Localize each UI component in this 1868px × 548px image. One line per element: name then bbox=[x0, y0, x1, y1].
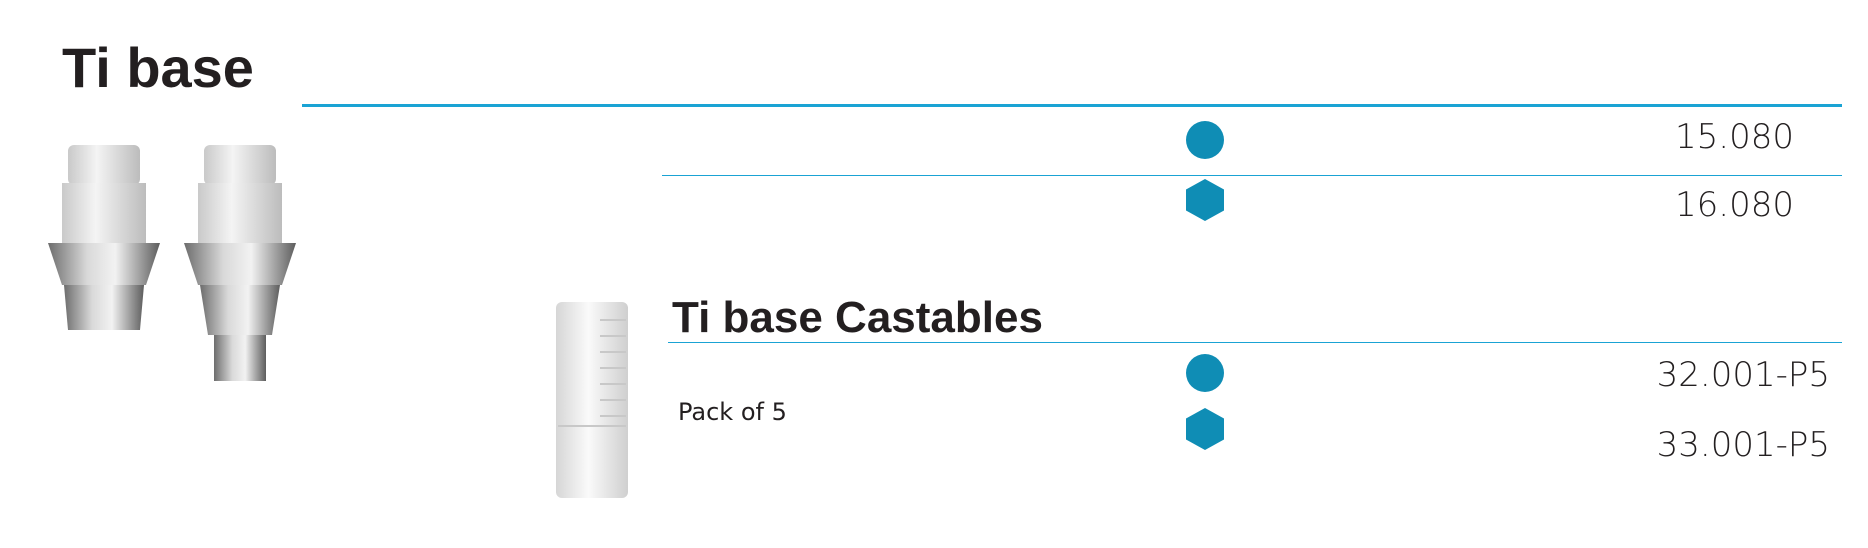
castable-product-image bbox=[556, 302, 628, 498]
pack-note: Pack of 5 bbox=[678, 398, 787, 426]
article-number: 16.080 bbox=[1675, 185, 1794, 225]
section-title: Ti base Castables bbox=[672, 293, 1043, 342]
hexagon-icon bbox=[1186, 408, 1224, 450]
row-divider bbox=[662, 175, 1842, 176]
abutment-right-graphic bbox=[184, 145, 296, 381]
circle-icon bbox=[1186, 354, 1224, 392]
abutment-left-graphic bbox=[48, 145, 160, 330]
hexagon-icon bbox=[1186, 179, 1224, 221]
article-number: 33.001-P5 bbox=[1656, 425, 1830, 465]
title-rule bbox=[302, 104, 1842, 107]
page-title: Ti base bbox=[62, 36, 254, 99]
article-number: 15.080 bbox=[1675, 117, 1794, 157]
ti-base-product-image bbox=[48, 145, 296, 381]
circle-icon bbox=[1186, 121, 1224, 159]
article-number: 32.001-P5 bbox=[1656, 355, 1830, 395]
section-rule bbox=[668, 342, 1842, 343]
